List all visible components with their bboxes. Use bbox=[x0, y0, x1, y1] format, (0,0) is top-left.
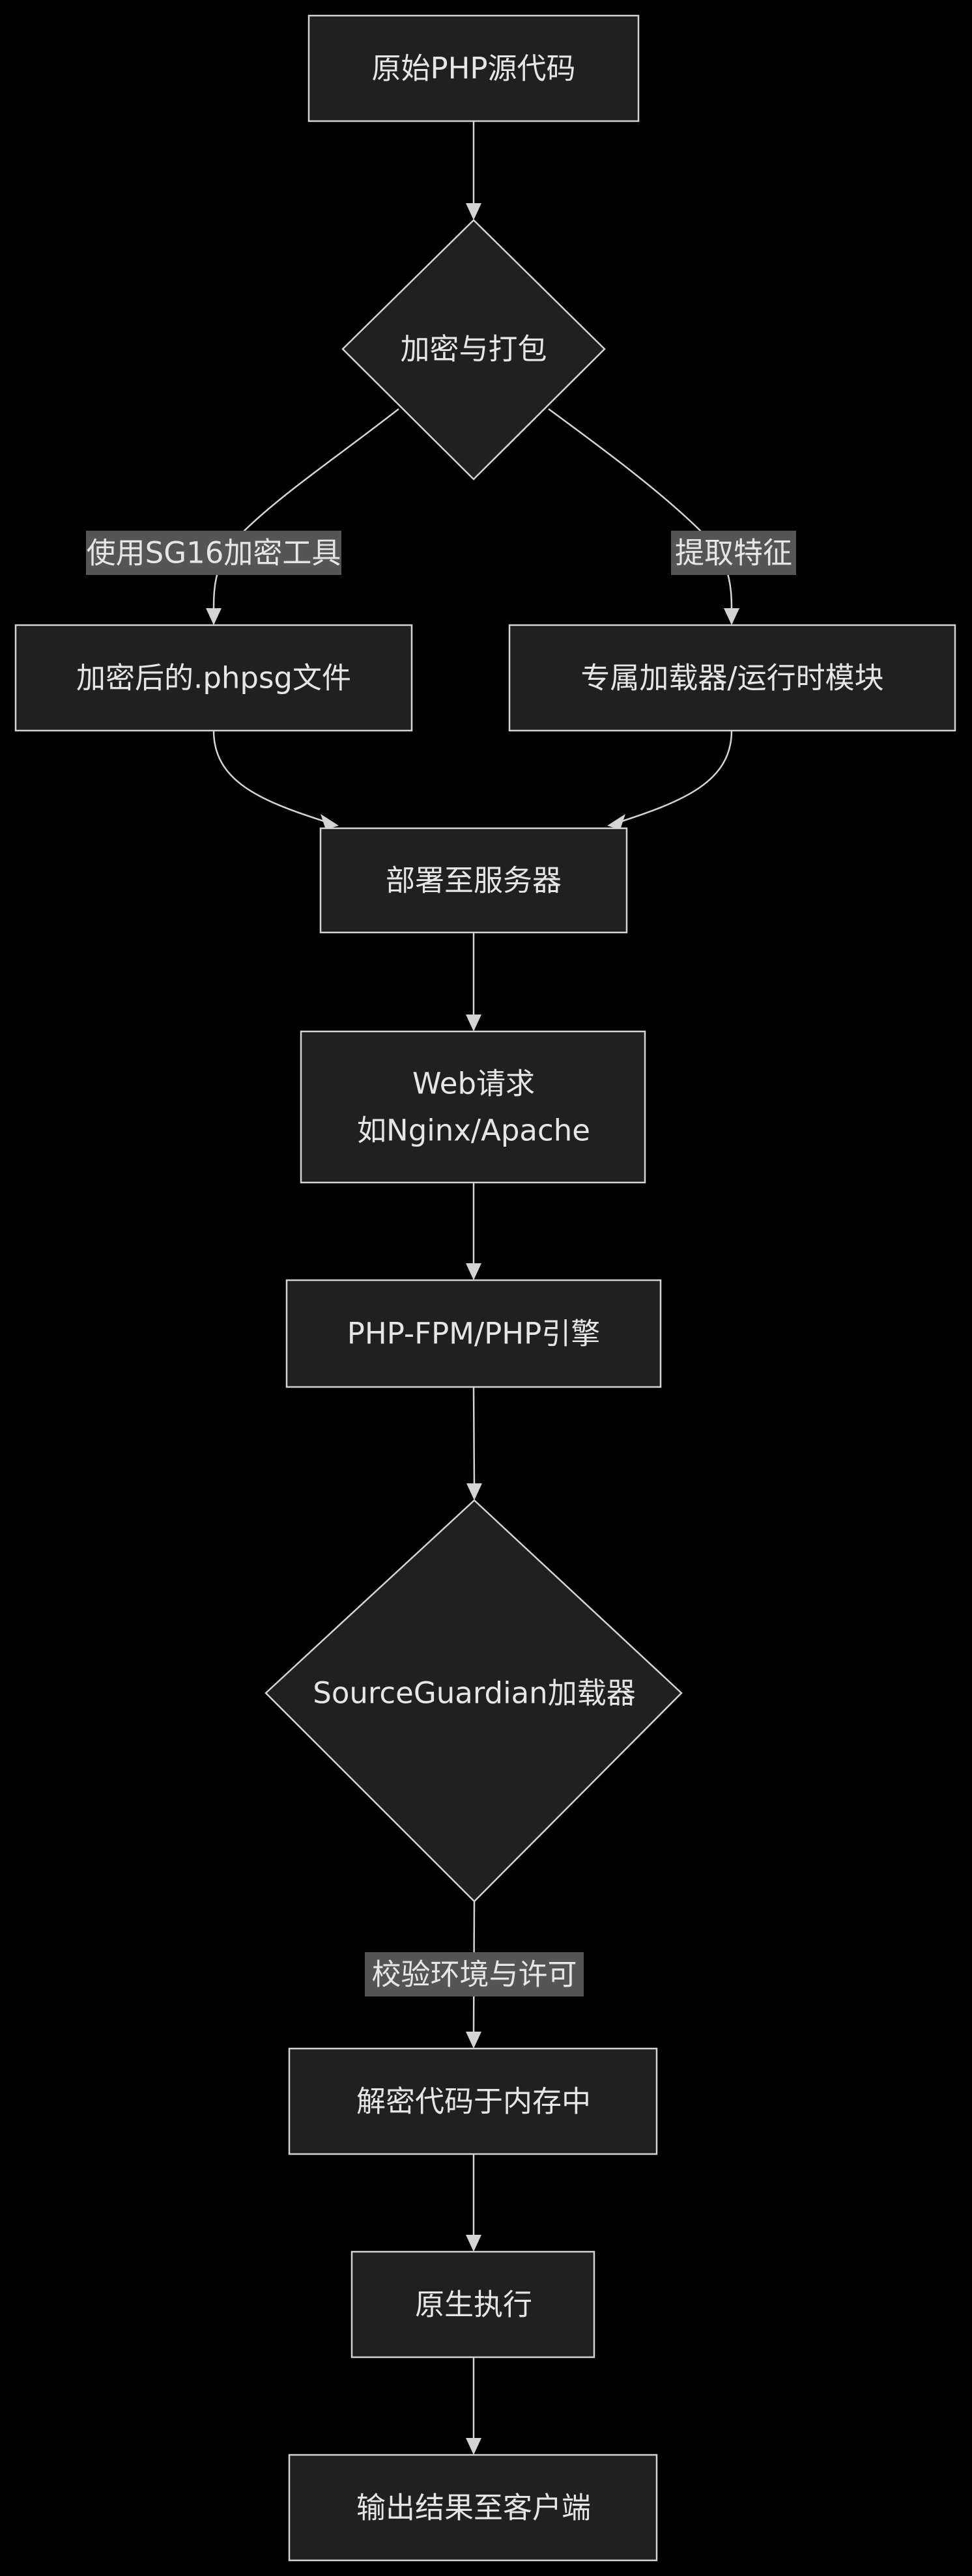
node-label: 部署至服务器 bbox=[386, 863, 562, 898]
node-label: 加密后的.phpsg文件 bbox=[76, 661, 351, 695]
arrowhead bbox=[466, 2235, 481, 2252]
edge-encrypted-file-to-deploy bbox=[212, 730, 326, 823]
arrowhead bbox=[724, 608, 739, 625]
edge-label-extract-features: 提取特征 bbox=[671, 531, 796, 575]
nodes: 原始PHP源代码 加密与打包 加密后的.phpsg文件 专属加载器/运行时模块 … bbox=[14, 14, 956, 2562]
arrowhead bbox=[466, 2438, 481, 2455]
arrowhead bbox=[321, 814, 339, 830]
edge-label-encrypt-tool: 使用SG16加密工具 bbox=[86, 531, 341, 575]
edge-label-text: 使用SG16加密工具 bbox=[87, 536, 341, 570]
node-label: 解密代码于内存中 bbox=[356, 2084, 591, 2119]
node-deploy: 部署至服务器 bbox=[319, 827, 628, 934]
edge-label-text: 校验环境与许可 bbox=[371, 1957, 577, 1992]
arrowhead bbox=[466, 1015, 481, 1031]
node-label: 专属加载器/运行时模块 bbox=[580, 661, 883, 695]
node-sg-loader: SourceGuardian加载器 bbox=[264, 1499, 683, 1903]
node-php-engine: PHP-FPM/PHP引擎 bbox=[285, 1279, 662, 1388]
node-output-client: 输出结果至客户端 bbox=[288, 2454, 658, 2562]
node-encrypt-pack: 加密与打包 bbox=[341, 219, 606, 481]
edge-encrypt-to-encrypted-file bbox=[212, 408, 399, 610]
arrowhead bbox=[206, 608, 222, 625]
arrowhead bbox=[607, 814, 625, 830]
node-label: PHP-FPM/PHP引擎 bbox=[347, 1317, 600, 1351]
edge-encrypt-to-loader bbox=[548, 408, 733, 610]
node-label: SourceGuardian加载器 bbox=[313, 1676, 635, 1711]
node-label: 原生执行 bbox=[415, 2288, 532, 2322]
edge-label-verify-license: 校验环境与许可 bbox=[365, 1952, 584, 1996]
arrowhead bbox=[466, 1263, 481, 1280]
node-source-code: 原始PHP源代码 bbox=[307, 14, 640, 122]
node-label-line-1: Web请求 bbox=[412, 1067, 535, 1101]
arrowhead bbox=[466, 1483, 482, 1500]
node-native-exec: 原生执行 bbox=[350, 2250, 595, 2359]
node-label-line-2: 如Nginx/Apache bbox=[357, 1113, 590, 1148]
node-label: 原始PHP源代码 bbox=[371, 51, 575, 86]
node-encrypted-file: 加密后的.phpsg文件 bbox=[14, 624, 413, 732]
arrowhead bbox=[466, 2032, 481, 2049]
node-loader-module: 专属加载器/运行时模块 bbox=[508, 624, 956, 732]
edges bbox=[206, 121, 739, 2455]
node-decrypt-memory: 解密代码于内存中 bbox=[288, 2047, 658, 2155]
edge-label-text: 提取特征 bbox=[675, 536, 792, 570]
node-label: 输出结果至客户端 bbox=[356, 2491, 591, 2525]
edge-labels: 使用SG16加密工具 提取特征 校验环境与许可 bbox=[86, 531, 796, 1996]
edge-loader-to-deploy bbox=[620, 730, 733, 823]
arrowhead bbox=[466, 203, 481, 220]
node-web-request: Web请求 如Nginx/Apache bbox=[300, 1030, 646, 1184]
node-label: 加密与打包 bbox=[400, 332, 547, 367]
